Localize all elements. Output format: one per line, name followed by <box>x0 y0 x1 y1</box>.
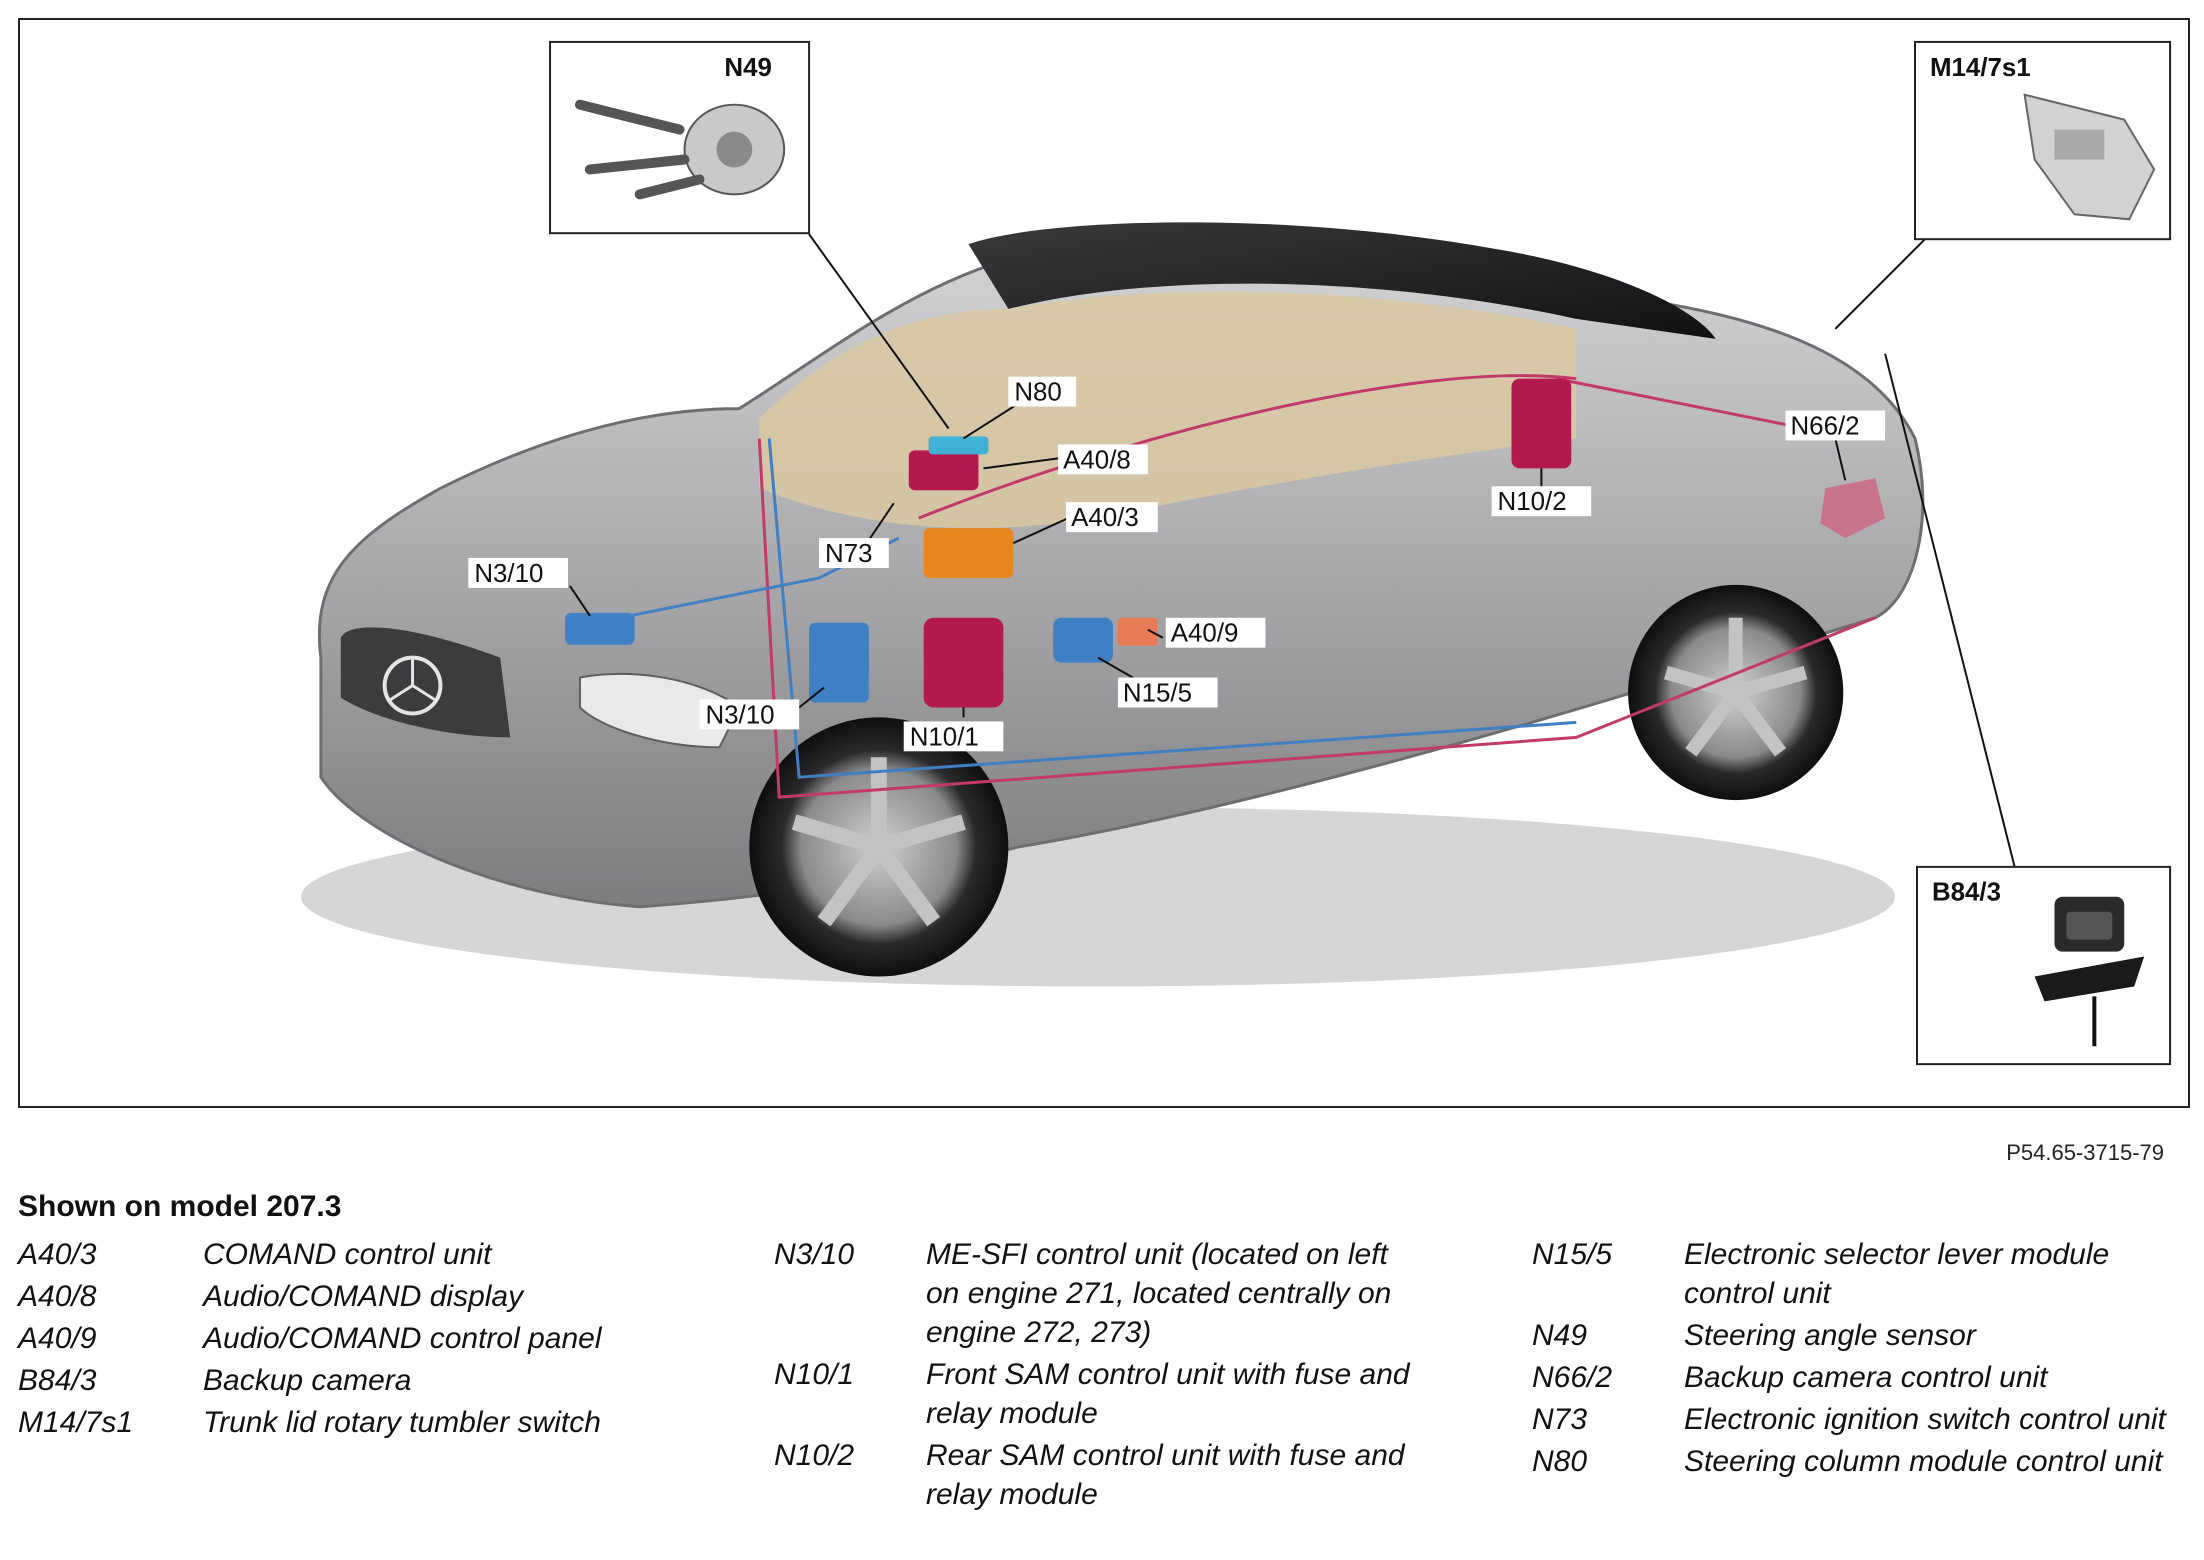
inset-B84-3: B84/3 <box>1916 865 2172 1066</box>
legend-code: N15/5 <box>1532 1238 1613 1271</box>
legend-code: N10/2 <box>774 1439 855 1472</box>
legend-description: Electronic ignition switch control unit <box>1684 1403 2166 1436</box>
mercedes-star-emblem <box>382 655 443 716</box>
inset-title-M14-7s1: M14/7s1 <box>1930 54 2031 82</box>
legend-entry: N10/2 Rear SAM control unit with fuse and… <box>774 1436 1424 1514</box>
callout-N15-5: N15/5 <box>1123 679 1192 707</box>
legend-entry: N10/1 Front SAM control unit with fuse an… <box>774 1355 1424 1433</box>
legend-entry: A40/8 Audio/COMAND display <box>18 1277 658 1316</box>
inset-title-B84-3: B84/3 <box>1932 879 2001 907</box>
legend-column-3: N15/5 Electronic selector lever module co… <box>1532 1235 2182 1484</box>
legend-entry: N3/10 ME-SFI control unit (located on lef… <box>774 1235 1424 1352</box>
component-N10-2 <box>1511 378 1572 469</box>
callout-A40-3: A40/3 <box>1071 504 1139 532</box>
legend-description: Electronic selector lever module control… <box>1684 1238 2110 1310</box>
callout-N3-10-upper: N3/10 <box>474 560 543 588</box>
callout-A40-8: A40/8 <box>1063 446 1131 474</box>
legend-entry: B84/3 Backup camera <box>18 1361 658 1400</box>
legend-description: Trunk lid rotary tumbler switch <box>203 1406 601 1439</box>
legend-code: N66/2 <box>1532 1361 1613 1394</box>
legend-code: N10/1 <box>774 1358 855 1391</box>
legend-code: N73 <box>1532 1403 1588 1436</box>
legend-column-2: N3/10 ME-SFI control unit (located on lef… <box>774 1235 1424 1517</box>
car-grille <box>340 627 511 738</box>
legend-description: Audio/COMAND display <box>203 1280 524 1313</box>
component-N66-2 <box>1820 478 1886 539</box>
legend-code: N49 <box>1532 1319 1588 1352</box>
legend-code: A40/9 <box>18 1322 97 1355</box>
component-N10-1 <box>923 617 1004 708</box>
legend-code: A40/8 <box>18 1280 97 1313</box>
leader-lines <box>569 233 2016 868</box>
component-A40-8 <box>908 450 979 491</box>
legend-entry: N49 Steering angle sensor <box>1532 1316 2182 1355</box>
component-N80 <box>928 436 989 455</box>
component-A40-9 <box>1117 617 1158 646</box>
legend-code: A40/3 <box>18 1238 97 1271</box>
legend-entry: N15/5 Electronic selector lever module co… <box>1532 1235 2182 1313</box>
car-illustration: N80 A40/8 A40/3 N73 N3/10 N3/10 N10/1 N1… <box>300 40 2172 1066</box>
callout-N73: N73 <box>825 540 872 568</box>
component-N15-5 <box>1053 617 1113 663</box>
legend-entry: A40/3 COMAND control unit <box>18 1235 658 1274</box>
legend-code: B84/3 <box>18 1364 97 1397</box>
legend-description: Audio/COMAND control panel <box>203 1322 602 1355</box>
component-A40-3 <box>923 528 1014 578</box>
figure-reference-code: P54.65-3715-79 <box>2006 1140 2164 1165</box>
inset-title-N49: N49 <box>724 54 771 82</box>
inset-N49: N49 <box>549 40 811 235</box>
callout-A40-9: A40/9 <box>1171 620 1239 648</box>
callout-N80: N80 <box>1014 379 1061 407</box>
legend-description: Front SAM control unit with fuse and rel… <box>926 1358 1410 1430</box>
inset-M14-7s1: M14/7s1 <box>1914 40 2172 241</box>
callout-N10-1: N10/1 <box>910 723 979 751</box>
legend-entry: A40/9 Audio/COMAND control panel <box>18 1319 658 1358</box>
legend-code: M14/7s1 <box>18 1406 134 1439</box>
callout-N66-2: N66/2 <box>1790 412 1859 440</box>
callout-N10-2: N10/2 <box>1498 488 1567 516</box>
legend-code: N3/10 <box>774 1238 855 1271</box>
legend-description: Backup camera control unit <box>1684 1361 2048 1394</box>
callout-N3-10-lower: N3/10 <box>705 701 774 729</box>
legend-description: Steering angle sensor <box>1684 1319 1976 1352</box>
component-location-figure: N80 A40/8 A40/3 N73 N3/10 N3/10 N10/1 N1… <box>18 18 2190 1108</box>
component-N3-10-upper <box>564 612 635 645</box>
legend-entry: M14/7s1 Trunk lid rotary tumbler switch <box>18 1403 658 1442</box>
legend-description: Rear SAM control unit with fuse and rela… <box>926 1439 1405 1511</box>
legend-description: Steering column module control unit <box>1684 1445 2163 1478</box>
legend-entry: N73 Electronic ignition switch control un… <box>1532 1400 2182 1439</box>
car-roof <box>968 222 1716 339</box>
legend-description: COMAND control unit <box>203 1238 492 1271</box>
legend-entry: N80 Steering column module control unit <box>1532 1442 2182 1481</box>
legend-description: Backup camera <box>203 1364 412 1397</box>
legend-description: ME-SFI control unit (located on left on … <box>926 1238 1392 1349</box>
legend-code: N80 <box>1532 1445 1588 1478</box>
legend-title: Shown on model 207.3 <box>18 1190 342 1223</box>
legend-entry: N66/2 Backup camera control unit <box>1532 1358 2182 1397</box>
component-N3-10-lower <box>809 622 869 703</box>
